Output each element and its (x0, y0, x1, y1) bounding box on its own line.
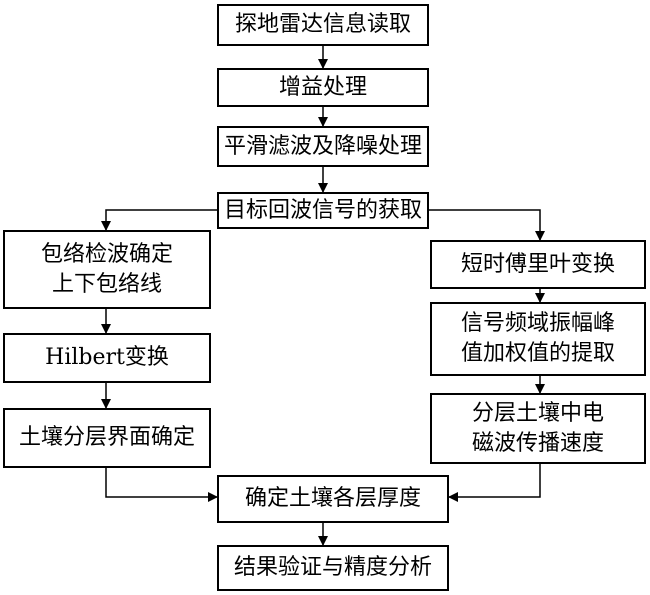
box-target-echo-extraction: 目标回波信号的获取 (217, 192, 429, 229)
box-soil-layer-interface: 土壤分层界面确定 (3, 408, 211, 468)
arrow-interface-to-thickness (105, 467, 218, 502)
box-soil-layer-thickness: 确定土壤各层厚度 (217, 475, 449, 523)
box-em-wave-velocity: 分层土壤中电 磁波传播速度 (430, 393, 646, 464)
box-short-time-fourier-transform: 短时傅里叶变换 (430, 240, 646, 289)
box-result-validation: 结果验证与精度分析 (217, 545, 449, 591)
arrow-extract-to-envelope (101, 209, 220, 231)
arrow-extract-to-stft (428, 209, 545, 241)
box-smoothing-denoise: 平滑滤波及降噪处理 (217, 126, 429, 167)
box-spectral-peak-weighting: 信号频域振幅峰 值加权值的提取 (430, 302, 646, 376)
arrow-speed-to-thickness (448, 463, 541, 502)
box-gain-processing: 增益处理 (217, 68, 429, 107)
box-radar-info-reading: 探地雷达信息读取 (217, 4, 429, 46)
box-envelope-detection: 包络检波确定 上下包络线 (3, 230, 211, 309)
box-hilbert-transform: Hilbert变换 (3, 333, 211, 383)
